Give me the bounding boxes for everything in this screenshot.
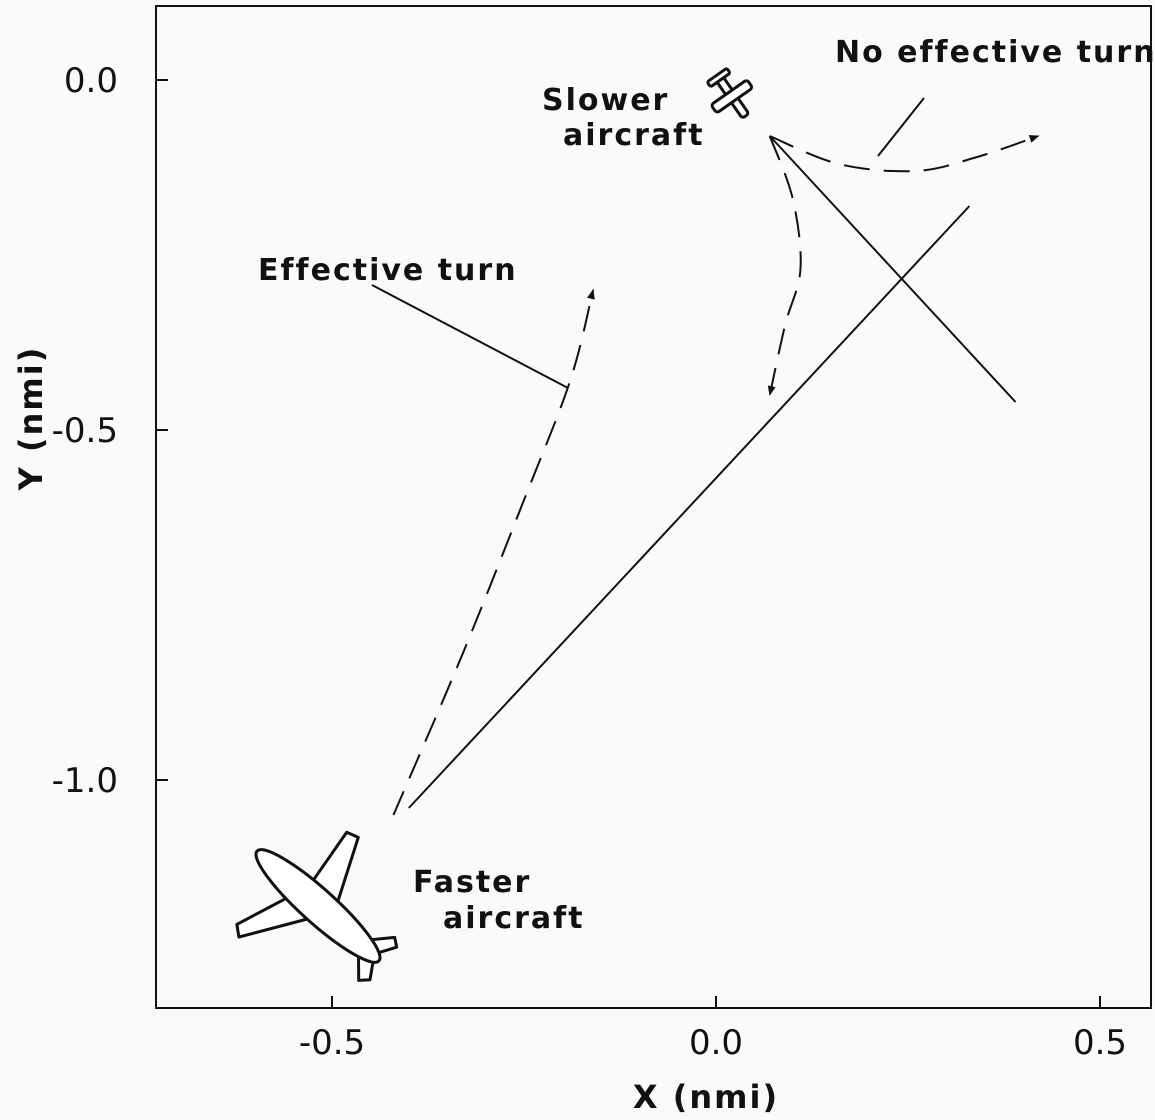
solid-path-0: [408, 205, 971, 809]
y-axis-label: Y (nmi): [12, 346, 50, 492]
dashed-path-2: [392, 289, 595, 816]
x-tick-label: -0.5: [299, 1023, 365, 1063]
slower-aircraft-icon: [706, 67, 754, 119]
slower-aircraft-label: aircraft: [563, 118, 705, 153]
faster-aircraft-icon: [235, 830, 399, 982]
effective-turn-leader: [371, 284, 569, 389]
no-effective-turn-leader: [877, 97, 925, 157]
solid-path-1: [769, 135, 1017, 403]
dashed-path-3: [767, 135, 802, 396]
ticks: [156, 79, 1101, 1008]
x-tick-label: 0.0: [689, 1023, 743, 1063]
x-axis-label: X (nmi): [633, 1078, 779, 1116]
y-tick-label: 0.0: [64, 61, 118, 101]
plot-frame: [155, 5, 1152, 1009]
slower-aircraft-label: Slower: [542, 83, 669, 118]
dashed-path-4: [769, 135, 1040, 173]
effective-turn-label: Effective turn: [258, 253, 518, 288]
x-tick-label: 0.5: [1073, 1023, 1127, 1063]
y-tick-label: -0.5: [52, 411, 118, 451]
y-tick-label: -1.0: [52, 761, 118, 801]
series-lines: [392, 135, 1040, 816]
faster-aircraft-label: Faster: [413, 865, 531, 900]
faster-aircraft-label: aircraft: [443, 901, 585, 936]
no-effective-turn-label: No effective turn: [835, 35, 1155, 70]
